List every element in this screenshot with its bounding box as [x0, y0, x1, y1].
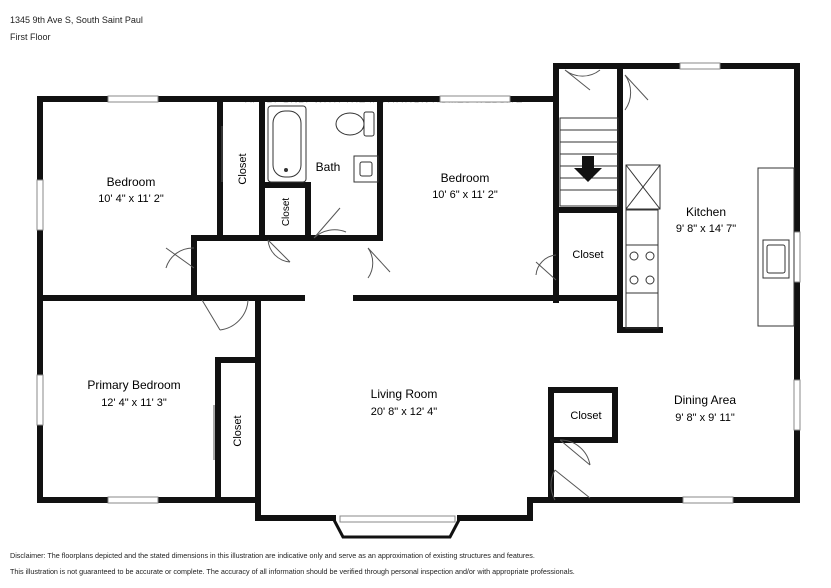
closet-label-bedroom-left: Closet: [237, 153, 249, 184]
room-dims-kitchen: 9' 8" x 14' 7": [676, 223, 736, 235]
room-name-kitchen: Kitchen: [686, 205, 726, 219]
property-address: 1345 9th Ave S, South Saint Paul: [10, 15, 143, 25]
window-primary-south: [107, 496, 159, 504]
room-name-bedroom-mid: Bedroom: [441, 171, 490, 185]
wall-living-closet: [548, 387, 618, 443]
window-bedroom-west: [36, 179, 44, 231]
closet-label-kitchen: Closet: [572, 249, 603, 261]
window-kitchen-north: [679, 62, 721, 70]
toilet-tank: [363, 111, 375, 137]
window-dining-south: [682, 496, 734, 504]
door-living-closet[interactable]: [559, 439, 591, 466]
room-dims-bedroom-mid: 10' 6" x 11' 2": [432, 189, 498, 201]
door-stair[interactable]: [564, 69, 601, 91]
door-bath[interactable]: [313, 207, 347, 239]
floor-label: First Floor: [10, 32, 51, 42]
closet-label-bath: Closet: [281, 198, 292, 227]
room-dims-bedroom-left: 10' 4" x 11' 2": [98, 193, 164, 205]
toilet-icon: [335, 112, 365, 136]
door-entry[interactable]: [550, 469, 591, 501]
door-bedroom-mid[interactable]: [367, 247, 391, 279]
wall-bath-closet: [259, 182, 311, 241]
bay-window: [331, 517, 462, 539]
room-name-bedroom-left: Bedroom: [107, 175, 156, 189]
door-kitchen-rear[interactable]: [624, 74, 649, 111]
refrigerator-icon: [625, 164, 661, 210]
room-name-living-room: Living Room: [371, 387, 438, 401]
kitchen-counter-right: [757, 167, 795, 327]
window-bedroom-left: [107, 95, 159, 103]
disclaimer-line-2: This illustration is not guaranteed to b…: [10, 567, 575, 576]
door-bedroom-left[interactable]: [165, 247, 195, 269]
door-primary[interactable]: [201, 299, 249, 331]
bath-sink-icon: [353, 155, 379, 183]
window-bedroom-mid: [439, 95, 511, 103]
room-dims-living-room: 20' 8" x 12' 4": [371, 406, 438, 418]
room-dims-dining-area: 9' 8" x 9' 11": [675, 412, 735, 424]
kitchen-sink-icon: [762, 239, 790, 279]
bathtub-icon: [267, 105, 307, 183]
window-bay: [339, 515, 456, 523]
room-name-primary-bedroom: Primary Bedroom: [87, 378, 180, 392]
stair-down-arrow-icon: [574, 156, 602, 182]
room-dims-primary-bedroom: 12' 4" x 11' 3": [101, 397, 167, 409]
bathtub-inner: [272, 110, 302, 178]
window-dining-east: [793, 379, 801, 431]
stove-icon: [625, 244, 659, 294]
window-primary-west: [36, 374, 44, 426]
door-kitchen-closet[interactable]: [535, 254, 557, 281]
door-closet-hall[interactable]: [267, 239, 291, 263]
room-name-bath: Bath: [316, 160, 341, 174]
kitchen-counter-left: [625, 209, 659, 329]
closet-label-living: Closet: [570, 410, 601, 422]
closet-label-primary: Closet: [232, 415, 244, 446]
room-name-dining-area: Dining Area: [674, 393, 736, 407]
window-kitchen-east: [793, 231, 801, 283]
disclaimer-line-1: Disclaimer: The floorplans depicted and …: [10, 551, 535, 560]
